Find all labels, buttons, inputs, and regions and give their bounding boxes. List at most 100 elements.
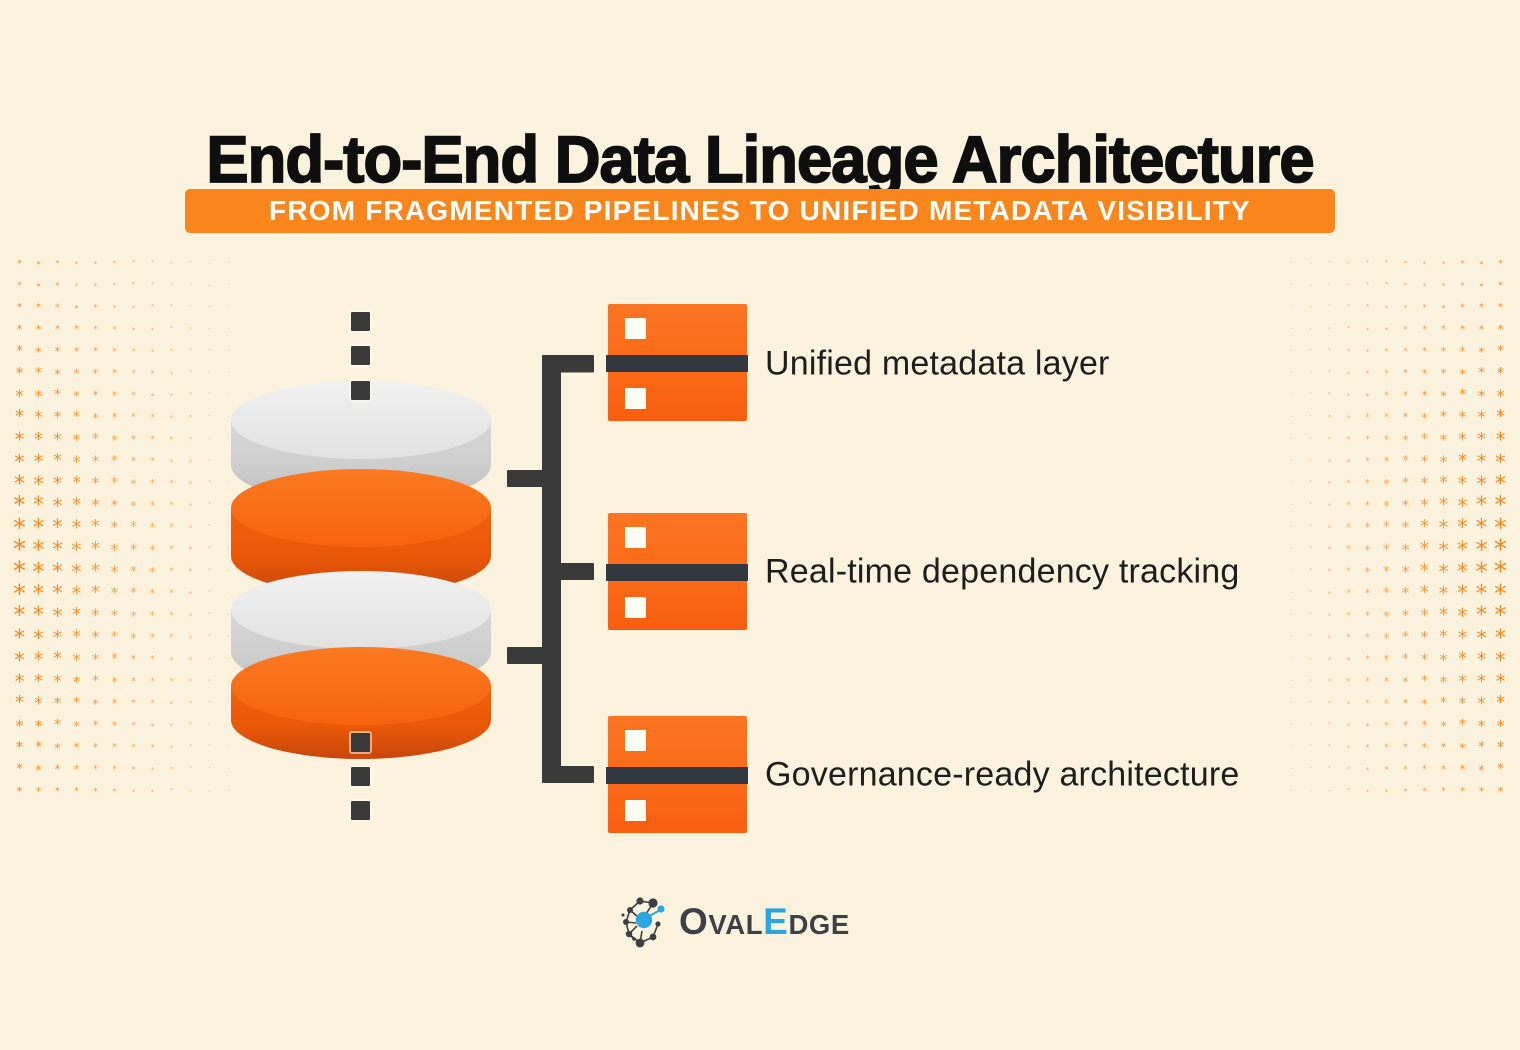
- sparkle-dot-icon: *: [169, 721, 174, 730]
- sparkle-dot-icon: *: [1441, 281, 1446, 291]
- sparkle-dot-icon: *: [149, 608, 156, 622]
- sparkle-dot-icon: *: [93, 303, 98, 313]
- sparkle-dot-icon: *: [1365, 765, 1370, 774]
- sparkle-dot-icon: *: [1365, 369, 1370, 379]
- sparkle-dot-icon: *: [91, 583, 100, 604]
- sparkle-dot-icon: *: [1309, 261, 1312, 267]
- sparkle-dot-icon: *: [71, 559, 82, 584]
- sparkle-dot-icon: *: [1346, 654, 1351, 665]
- sparkle-dot-icon: *: [1309, 524, 1312, 531]
- sparkle-dot-icon: *: [33, 471, 44, 496]
- sparkle-dot-icon: *: [1498, 258, 1503, 269]
- sparkle-dot-icon: *: [34, 716, 43, 735]
- sparkle-dot-icon: *: [52, 626, 63, 649]
- sparkle-dot-icon: *: [1496, 715, 1505, 735]
- page-title: End-to-End Data Lineage Architecture: [206, 122, 1316, 197]
- sparkle-dot-icon: *: [53, 451, 62, 472]
- sparkle-dot-icon: *: [17, 280, 22, 291]
- sparkle-dot-icon: *: [1438, 604, 1449, 626]
- sparkle-dot-icon: *: [1346, 610, 1351, 621]
- sparkle-dot-icon: *: [227, 547, 230, 552]
- sparkle-dot-icon: *: [1495, 647, 1506, 672]
- sparkle-dot-icon: *: [1364, 608, 1371, 622]
- sparkle-dot-icon: *: [1290, 701, 1293, 706]
- sparkle-dot-icon: *: [1365, 654, 1370, 666]
- sparkle-dot-icon: *: [1384, 787, 1389, 797]
- sparkle-dot-icon: *: [1364, 631, 1371, 644]
- sparkle-dot-icon: *: [53, 694, 62, 713]
- sparkle-dot-icon: *: [1457, 472, 1468, 495]
- sparkle-dot-icon: *: [1346, 699, 1351, 709]
- sparkle-dot-icon: *: [14, 428, 25, 452]
- sparkle-dot-icon: *: [1383, 433, 1390, 446]
- sparkle-dot-icon: *: [227, 437, 230, 442]
- sparkle-dot-icon: *: [208, 414, 211, 420]
- sparkle-dot-icon: *: [1421, 673, 1428, 690]
- sparkle-dot-icon: *: [227, 283, 230, 288]
- sparkle-dot-icon: *: [1328, 348, 1331, 355]
- sparkle-dot-icon: *: [208, 546, 211, 553]
- sparkle-dot-icon: *: [169, 522, 174, 534]
- sparkle-dot-icon: *: [150, 676, 155, 688]
- sparkle-dot-icon: *: [1365, 412, 1370, 423]
- subtitle-text: FROM FRAGMENTED PIPELINES TO UNIFIED MET…: [269, 195, 1251, 226]
- sparkle-dot-icon: *: [227, 459, 230, 464]
- sparkle-dot-icon: *: [208, 304, 211, 310]
- sparkle-dot-icon: *: [1459, 344, 1466, 359]
- sparkle-dot-icon: *: [15, 693, 24, 714]
- sparkle-dot-icon: *: [1460, 302, 1465, 313]
- sparkle-dot-icon: *: [1420, 495, 1429, 515]
- sparkle-dot-icon: *: [131, 325, 136, 335]
- sparkle-dot-icon: *: [1403, 368, 1408, 380]
- sparkle-dot-icon: *: [73, 409, 80, 426]
- sparkle-dot-icon: *: [188, 633, 193, 642]
- sparkle-dot-icon: *: [1495, 670, 1506, 694]
- sparkle-dot-icon: *: [1421, 431, 1428, 448]
- sparkle-dot-icon: *: [111, 389, 118, 402]
- subtitle-banner: FROM FRAGMENTED PIPELINES TO UNIFIED MET…: [185, 189, 1335, 233]
- sparkle-dot-icon: *: [1383, 607, 1390, 623]
- sparkle-dot-icon: *: [1421, 367, 1428, 380]
- sparkle-dot-icon: *: [91, 495, 100, 515]
- sparkle-dot-icon: *: [1346, 677, 1351, 687]
- sparkle-dot-icon: *: [1402, 674, 1409, 689]
- sparkle-dot-icon: *: [1457, 581, 1468, 607]
- sparkle-dot-icon: *: [1327, 567, 1332, 577]
- sparkle-dot-icon: *: [1402, 411, 1409, 425]
- disk-orange-2: [231, 647, 491, 759]
- sparkle-dot-icon: *: [112, 303, 117, 313]
- sparkle-dot-icon: *: [149, 586, 156, 601]
- sparkle-dot-icon: *: [1439, 650, 1448, 669]
- sparkle-dot-icon: *: [71, 516, 82, 540]
- sparkle-dot-icon: *: [1328, 392, 1331, 399]
- sparkle-dot-icon: *: [1347, 282, 1350, 289]
- sparkle-dot-icon: *: [16, 784, 23, 799]
- sparkle-dot-icon: *: [131, 412, 136, 424]
- led-square-icon: [625, 730, 646, 751]
- sparkle-dot-icon: *: [111, 651, 118, 667]
- sparkle-dot-icon: *: [17, 258, 22, 269]
- logo-letters: DGE: [788, 908, 850, 940]
- sparkle-dot-icon: *: [1458, 429, 1467, 449]
- sparkle-dot-icon: *: [1346, 743, 1351, 752]
- sparkle-dot-icon: *: [1290, 503, 1293, 508]
- sparkle-dot-icon: *: [1327, 523, 1332, 533]
- sparkle-dot-icon: *: [227, 503, 230, 508]
- sparkle-dot-icon: *: [92, 673, 99, 690]
- sparkle-dot-icon: *: [188, 611, 193, 621]
- server-stripe: [606, 355, 748, 372]
- sparkle-dot-icon: *: [1384, 368, 1389, 379]
- sparkle-dot-icon: *: [1384, 412, 1389, 424]
- sparkle-dot-icon: *: [170, 326, 173, 333]
- sparkle-dot-icon: *: [1476, 648, 1487, 672]
- sparkle-dot-icon: *: [208, 722, 211, 728]
- sparkle-dot-icon: *: [1401, 584, 1410, 603]
- sparkle-dot-icon: *: [112, 742, 117, 754]
- sparkle-dot-icon: *: [72, 672, 81, 691]
- sparkle-dot-icon: *: [1365, 347, 1370, 356]
- sparkle-dot-icon: *: [1309, 414, 1312, 420]
- sparkle-dot-icon: *: [1290, 393, 1293, 398]
- sparkle-dot-icon: *: [208, 788, 211, 794]
- sparkle-dot-icon: *: [1384, 303, 1389, 312]
